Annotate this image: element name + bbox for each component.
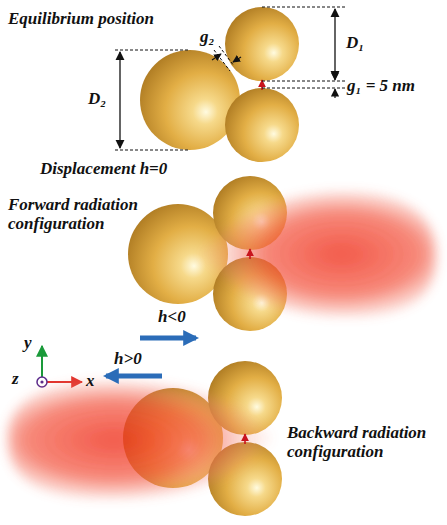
gap-label: g₂	[200, 28, 214, 47]
radiation-lobe	[8, 382, 272, 498]
panel-note: Displacement h=0	[40, 160, 167, 179]
axis-label: y	[24, 334, 32, 353]
small-sphere	[225, 88, 299, 162]
gap-arrow	[233, 57, 241, 62]
small-sphere	[225, 7, 299, 81]
dipole-arrow	[249, 249, 251, 259]
displacement-label: h<0	[158, 308, 186, 327]
axis-label: z	[12, 370, 19, 389]
forward-panel	[128, 176, 436, 338]
displacement-arrow	[106, 374, 162, 379]
gap-arrow	[212, 54, 221, 60]
radiation-lobe	[200, 192, 436, 316]
panel-title: Forward radiation configuration	[8, 196, 158, 233]
dimension-label: D₂	[88, 90, 106, 109]
dimension-label: g₁ = 5 nm	[347, 77, 415, 96]
axis-label: x	[86, 372, 95, 391]
gap-arrow	[334, 71, 335, 80]
backward-panel	[8, 361, 282, 516]
dimension-lines	[115, 7, 345, 150]
equilibrium-panel	[115, 7, 345, 162]
large-sphere	[140, 50, 240, 150]
axis-triad	[37, 346, 82, 387]
displacement-arrow	[140, 336, 196, 341]
dimension-arrow	[119, 52, 120, 148]
panel-title: Equilibrium position	[8, 10, 154, 29]
displacement-label: h>0	[114, 350, 142, 369]
dipole-arrow	[244, 434, 246, 444]
panel-title: Backward radiation configuration	[287, 424, 443, 461]
gap-arrow	[334, 89, 335, 98]
dimension-label: D₁	[346, 34, 364, 53]
dimension-arrow	[334, 9, 335, 79]
